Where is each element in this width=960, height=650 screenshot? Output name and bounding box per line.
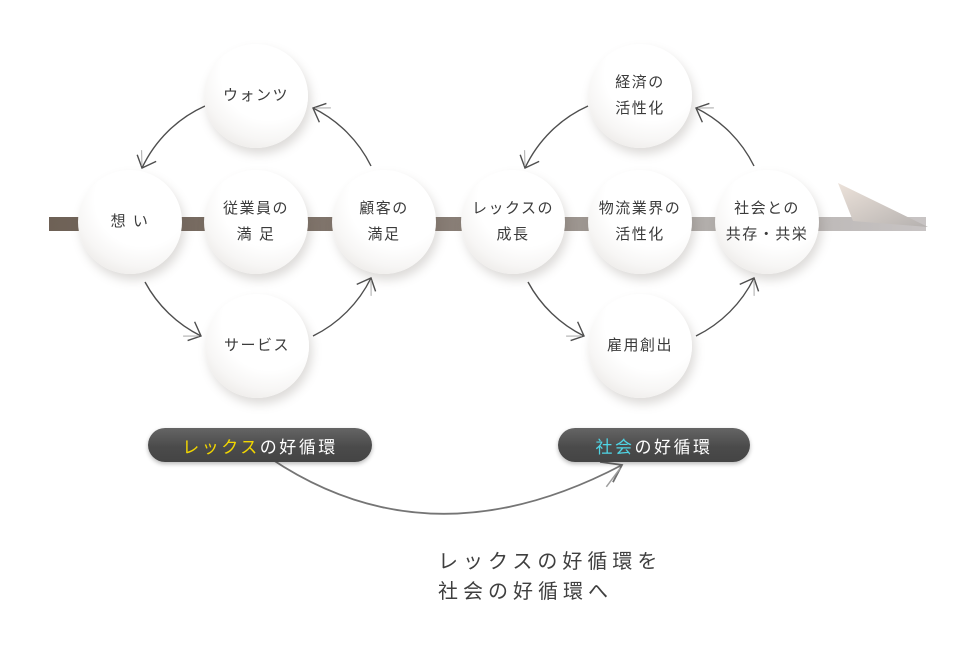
node-label: 物流業界の xyxy=(598,200,682,217)
society-arc-west-to-south xyxy=(527,281,585,342)
node-label: 満足 xyxy=(367,226,401,243)
node-label: 従業員の xyxy=(222,200,289,217)
caption-line-1: レックスの好循環を xyxy=(438,551,663,573)
node-label: 共存・共栄 xyxy=(725,226,809,243)
node-label: 経済の xyxy=(615,74,665,91)
society-arc-east-to-north xyxy=(695,102,755,167)
node-wants: ウォンツ xyxy=(204,44,308,148)
node-label: 活性化 xyxy=(615,226,665,243)
node-employee-satisfaction: 従業員の 満 足 xyxy=(204,170,308,274)
node-economic-vitalization: 経済の 活性化 xyxy=(588,44,692,148)
node-label: 満 足 xyxy=(236,226,276,243)
node-label: 想 い xyxy=(110,213,150,230)
node-customer-satisfaction: 顧客の 満足 xyxy=(332,170,436,274)
badge-connector-arrow xyxy=(269,457,624,515)
rex-arc-east-to-north xyxy=(312,102,372,167)
node-society-coexistence: 社会との 共存・共栄 xyxy=(715,170,819,274)
badge-society-cycle: 社会 の好循環 xyxy=(558,428,750,462)
node-label: サービス xyxy=(223,337,290,354)
badge-highlight-text: レックス xyxy=(182,437,260,457)
society-arc-north-to-west xyxy=(519,105,589,169)
node-label: 雇用創出 xyxy=(606,337,673,354)
badge-highlight-text: 社会 xyxy=(595,437,635,457)
badge-rex-cycle: レックス の好循環 xyxy=(148,428,372,462)
caption: レックスの好循環を 社会の好循環へ xyxy=(438,547,662,607)
rex-arc-north-to-west xyxy=(136,105,206,169)
node-label: 社会との xyxy=(734,200,800,217)
node-label: レックスの xyxy=(471,200,555,217)
badge-rest-text: の好循環 xyxy=(634,437,713,457)
main-flow-arrowhead xyxy=(838,183,928,227)
rex-arc-west-to-south xyxy=(144,281,202,342)
node-rex-growth: レックスの 成長 xyxy=(461,170,565,274)
rex-arc-south-to-east xyxy=(312,277,377,337)
node-job-creation: 雇用創出 xyxy=(588,294,692,398)
node-logistics-vitalization: 物流業界の 活性化 xyxy=(588,170,692,274)
node-service: サービス xyxy=(205,294,309,398)
node-label: 活性化 xyxy=(615,100,665,117)
caption-line-2: 社会の好循環へ xyxy=(438,581,613,603)
society-arc-south-to-east xyxy=(695,277,760,337)
badge-rest-text: の好循環 xyxy=(259,437,338,457)
node-label: ウォンツ xyxy=(222,87,289,104)
node-label: 成長 xyxy=(496,226,530,243)
node-omoi: 想 い xyxy=(78,170,182,274)
node-label: 顧客の xyxy=(359,200,409,217)
